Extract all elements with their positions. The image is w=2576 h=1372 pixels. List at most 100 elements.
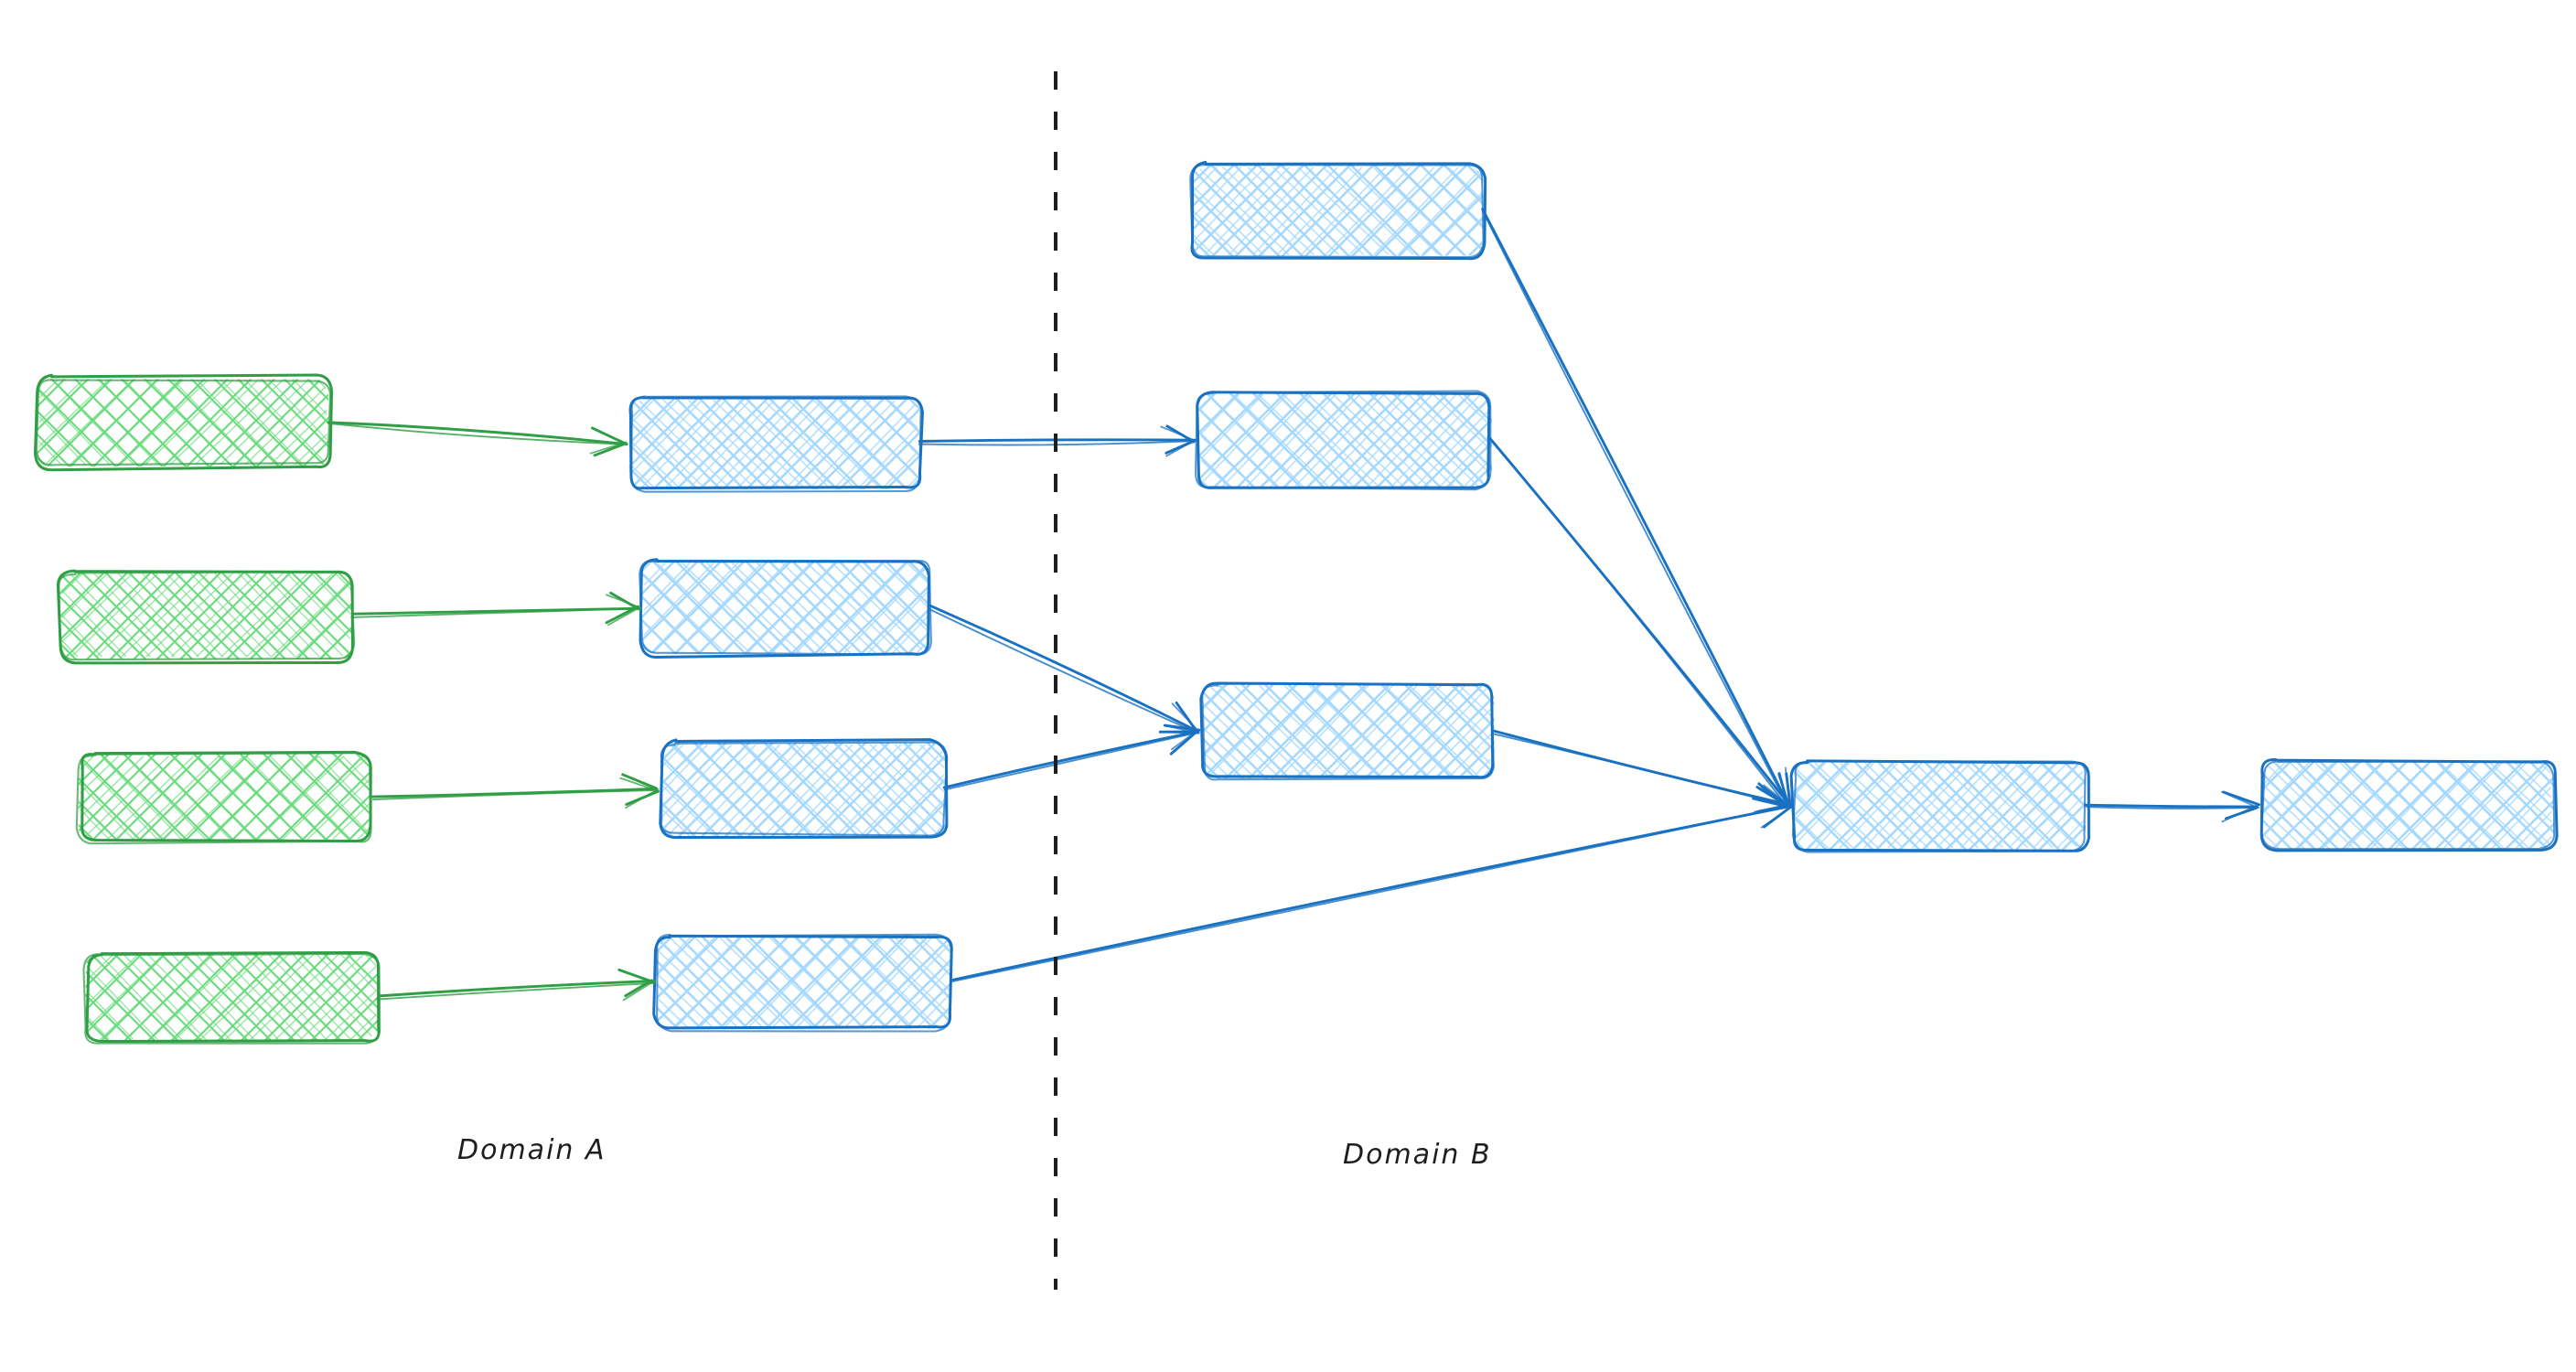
edge-e6[interactable] — [927, 605, 1200, 734]
node-b3[interactable] — [1199, 681, 1495, 781]
node-outline — [2260, 759, 2556, 851]
edge-arrowhead — [1757, 799, 1791, 808]
edge-arrowhead — [1165, 724, 1200, 734]
edge-line — [350, 607, 639, 618]
edge-e10[interactable] — [1492, 729, 1792, 814]
edge-arrowhead — [589, 441, 628, 455]
edge-arrowhead — [621, 970, 656, 984]
edge-arrowhead — [1169, 728, 1200, 756]
edge-e2[interactable] — [350, 591, 642, 627]
node-outline — [659, 738, 949, 839]
node-outline — [629, 395, 922, 493]
edge-e9[interactable] — [1488, 436, 1793, 809]
edge-line — [942, 730, 1197, 789]
edge-e7[interactable] — [942, 724, 1201, 791]
edge-line — [1488, 436, 1793, 809]
edge-arrowhead — [1171, 702, 1200, 733]
edge-line — [1481, 209, 1789, 808]
node-outline — [1190, 160, 1487, 261]
node-outline — [75, 752, 372, 845]
edge-line — [378, 980, 656, 998]
node-fill-overlay — [657, 937, 950, 1028]
node-outline — [1791, 760, 2087, 853]
node-outline — [639, 559, 932, 656]
edge-line — [1492, 729, 1791, 807]
node-a2[interactable] — [56, 569, 356, 665]
edge-line — [950, 805, 1791, 983]
node-fill-overlay — [2263, 763, 2552, 850]
node-a1[interactable] — [34, 373, 334, 472]
edge-arrowhead — [605, 605, 639, 625]
edge-line — [371, 788, 658, 801]
node-outline — [1789, 759, 2090, 852]
edge-arrowhead — [619, 777, 657, 791]
edge-arrowhead — [2221, 803, 2259, 823]
edge-line — [918, 438, 1197, 443]
edge-arrowhead — [1784, 766, 1791, 809]
edge-arrowhead — [625, 788, 660, 809]
edge-line — [2084, 803, 2259, 809]
node-fill-overlay — [61, 573, 351, 658]
node-outline — [656, 933, 953, 1033]
edge-arrowhead — [1160, 425, 1195, 442]
node-outline — [35, 379, 332, 466]
edge-arrowhead — [607, 607, 639, 627]
node-fill-overlay — [662, 744, 945, 837]
node-fill-overlay — [1193, 166, 1483, 255]
edge-line — [1493, 733, 1789, 808]
node-fill-overlay — [80, 756, 370, 840]
edge-line — [943, 732, 1197, 791]
node-fill-overlay — [1793, 763, 2084, 849]
edge-e8[interactable] — [1481, 208, 1792, 809]
node-outline — [58, 570, 356, 661]
node-m1[interactable] — [628, 395, 924, 493]
edge-arrowhead — [624, 979, 653, 998]
edge-arrowhead — [1165, 438, 1197, 457]
edge-line — [2086, 806, 2260, 809]
edge-arrowhead — [594, 428, 626, 444]
node-outline — [639, 558, 930, 659]
domain-a-label: Domain A — [457, 1134, 606, 1166]
edge-arrowhead — [2220, 790, 2259, 809]
edge-line — [371, 787, 658, 799]
node-b2[interactable] — [1194, 390, 1493, 491]
node-m2[interactable] — [639, 558, 932, 659]
edge-line — [376, 981, 656, 1001]
edge-arrowhead — [621, 773, 658, 790]
node-outline — [1194, 390, 1492, 491]
edge-arrowhead — [1777, 773, 1791, 808]
edge-line — [1491, 440, 1790, 809]
node-outline — [660, 741, 949, 837]
edge-e4[interactable] — [376, 968, 656, 1002]
node-fill-overlay — [38, 379, 327, 466]
node-m3[interactable] — [659, 738, 949, 839]
node-m4[interactable] — [652, 933, 953, 1033]
node-b4[interactable] — [1789, 759, 2090, 853]
edges-layer — [327, 208, 2260, 1002]
node-fill-overlay — [644, 563, 928, 654]
edge-arrowhead — [606, 594, 639, 608]
edge-e1[interactable] — [327, 421, 628, 457]
node-a3[interactable] — [75, 750, 372, 845]
edge-arrowhead — [593, 442, 627, 457]
node-b1[interactable] — [1189, 160, 1487, 261]
edge-e11[interactable] — [950, 797, 1792, 983]
edge-arrowhead — [1763, 784, 1791, 807]
node-fill-overlay — [631, 400, 918, 488]
edge-line — [327, 422, 625, 445]
node-outline — [1201, 682, 1495, 781]
node-outline — [2259, 758, 2559, 852]
edge-arrowhead — [2222, 790, 2260, 807]
node-outline — [82, 952, 381, 1045]
node-outline — [1189, 163, 1485, 259]
domain-b-label: Domain B — [1343, 1139, 1492, 1171]
edge-e3[interactable] — [371, 773, 660, 809]
node-fill-overlay — [1202, 684, 1491, 777]
edge-line — [929, 605, 1200, 734]
node-outline — [34, 373, 334, 472]
node-a4[interactable] — [82, 950, 381, 1045]
node-b5[interactable] — [2259, 758, 2559, 852]
edge-e12[interactable] — [2084, 790, 2260, 823]
